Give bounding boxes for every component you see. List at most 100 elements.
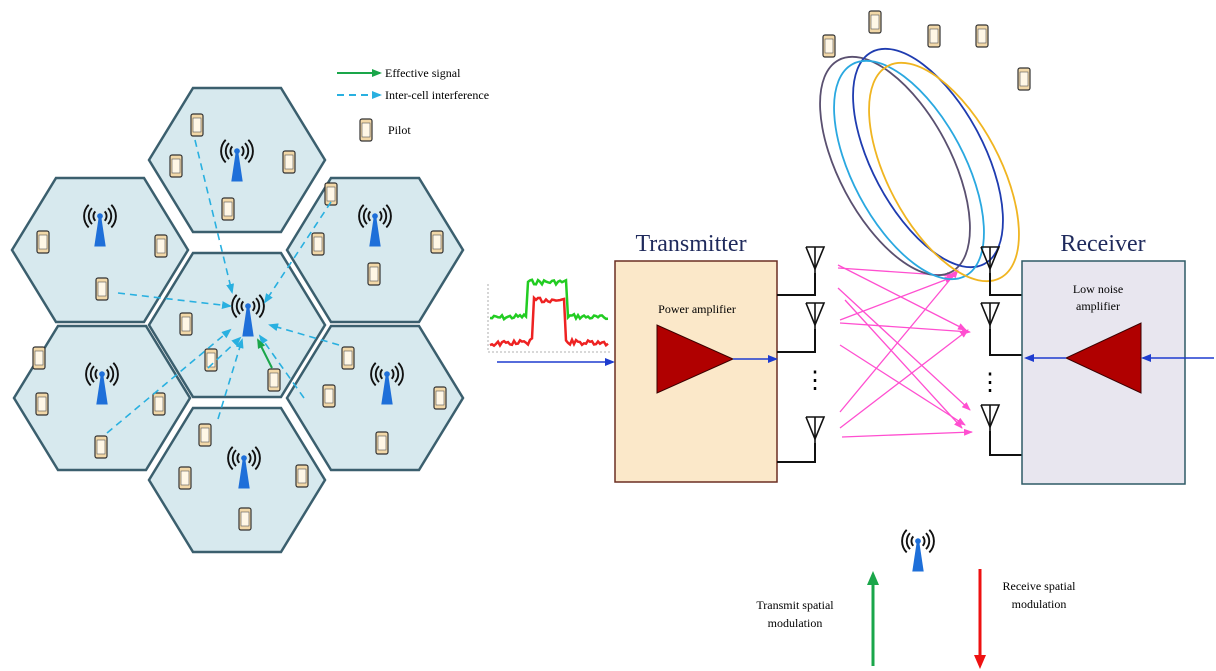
served-user-phone (927, 24, 941, 48)
beam-patterns (819, 47, 1020, 283)
interference-arrow (217, 338, 244, 420)
beam-path (839, 276, 954, 321)
pilot-phone-icon (94, 435, 108, 459)
tx-antenna-ellipsis: ⋮ (803, 368, 827, 394)
rx-feed-line (989, 273, 1022, 296)
served-user-phone (1017, 67, 1031, 91)
receiver-title: Receiver (1060, 231, 1145, 257)
pilot-phone-icon (152, 392, 166, 416)
interference-arrow (263, 201, 332, 304)
pilot-phone-icon (35, 392, 49, 416)
served-user-phone (868, 10, 882, 34)
beam-path (837, 287, 971, 411)
interference-arrow (207, 336, 242, 369)
tx-antenna-2 (805, 302, 826, 329)
cellular-network (10, 86, 465, 554)
pilot-phone-icon (322, 384, 336, 408)
base-station-tower-icon (370, 362, 404, 405)
spectrum-red-trace (489, 295, 609, 348)
legend-interference-label: Inter-cell interference (385, 88, 489, 102)
base-stations (83, 139, 404, 489)
pilot-phone-icon (169, 154, 183, 178)
pilot-phone-icon (198, 423, 212, 447)
pilot-phone-icon (32, 346, 46, 370)
rx-feed-line (989, 329, 1022, 356)
interference-arrow (106, 328, 232, 434)
effective-signal-arrow (257, 338, 273, 369)
legend-pilot-icon (359, 118, 373, 142)
transmitter-title: Transmitter (635, 231, 746, 257)
receive-antenna-array (980, 246, 1022, 456)
legend-pilot-label: Pilot (388, 123, 411, 137)
lna-label-line1: Low noise (1073, 282, 1123, 296)
beam-path (841, 428, 973, 438)
pilot-phone-icon (95, 277, 109, 301)
interference-arrow (117, 292, 232, 310)
pilot-phone-icon (204, 348, 218, 372)
beam-ellipse-yellow (868, 61, 1020, 283)
lna-label-line2: amplifier (1076, 299, 1120, 313)
transmit-modulation-line2: modulation (768, 616, 823, 630)
cell-bottom (147, 406, 327, 554)
interference-arrow (258, 334, 305, 399)
beam-ellipse-navy (852, 47, 1004, 269)
interference-arrow (194, 139, 234, 294)
spectrum-green-trace (489, 278, 609, 322)
bottom-base-station-tower (901, 529, 935, 572)
receive-modulation-line2: modulation (1012, 597, 1067, 611)
pilot-phone-icon (179, 312, 193, 336)
receive-modulation-line1: Receive spatial (1003, 579, 1077, 593)
beam-path (839, 329, 969, 429)
pilot-phone-icon (367, 262, 381, 286)
pilot-phone-icon (238, 507, 252, 531)
served-user-phone (975, 24, 989, 48)
cell-upper-right (285, 176, 465, 324)
beam-path (844, 299, 963, 429)
base-station-tower-icon (358, 204, 392, 247)
pilot-phone-icon (267, 368, 281, 392)
pilot-phone-icon (324, 182, 338, 206)
input-spectrum (487, 278, 610, 353)
pilot-legend-phone (359, 118, 373, 142)
crossing-beams (837, 264, 973, 438)
tx-antenna-3 (805, 416, 826, 443)
power-amplifier-label: Power amplifier (658, 302, 736, 316)
cell-upper-left (10, 176, 190, 324)
base-station-tower-icon (83, 204, 117, 247)
pilot-phone-icon (190, 113, 204, 137)
base-station-tower-icon (231, 294, 265, 337)
pilot-phone-icon (178, 466, 192, 490)
pilot-phone-icon (154, 234, 168, 258)
rx-feed-line (989, 431, 1022, 456)
tx-feed-line (777, 329, 816, 353)
tx-antenna-1 (805, 246, 826, 273)
tx-feed-line (777, 443, 816, 463)
beam-path (839, 269, 959, 413)
base-station-tower-icon (220, 139, 254, 182)
interference-arrows (106, 139, 340, 434)
base-station-tower-icon (85, 362, 119, 405)
served-user-phone (822, 34, 836, 58)
beam-path (839, 344, 966, 426)
base-station-tower-icon (227, 446, 261, 489)
beam-path (839, 322, 971, 335)
pilot-phone-icon (221, 197, 235, 221)
pilot-phone-icon (341, 346, 355, 370)
served-users (822, 10, 1031, 91)
pilot-phone-icon (295, 464, 309, 488)
pilot-phone-icon (282, 150, 296, 174)
bottom-tower-icon (901, 529, 935, 572)
beam-ellipse-dark (819, 55, 971, 277)
pilot-phone-icon (375, 431, 389, 455)
rx-antenna-1 (980, 246, 1001, 273)
beam-path (837, 264, 967, 331)
pilot-phone-icon (433, 386, 447, 410)
legend: Effective signal Inter-cell interference… (337, 66, 489, 142)
legend-effective-signal-label: Effective signal (385, 66, 461, 80)
pilot-phone-icon (311, 232, 325, 256)
rx-antenna-ellipsis: ⋮ (978, 370, 1002, 396)
transmit-modulation-line1: Transmit spatial (756, 598, 834, 612)
rx-antenna-2 (980, 302, 1001, 329)
user-devices (32, 113, 447, 531)
